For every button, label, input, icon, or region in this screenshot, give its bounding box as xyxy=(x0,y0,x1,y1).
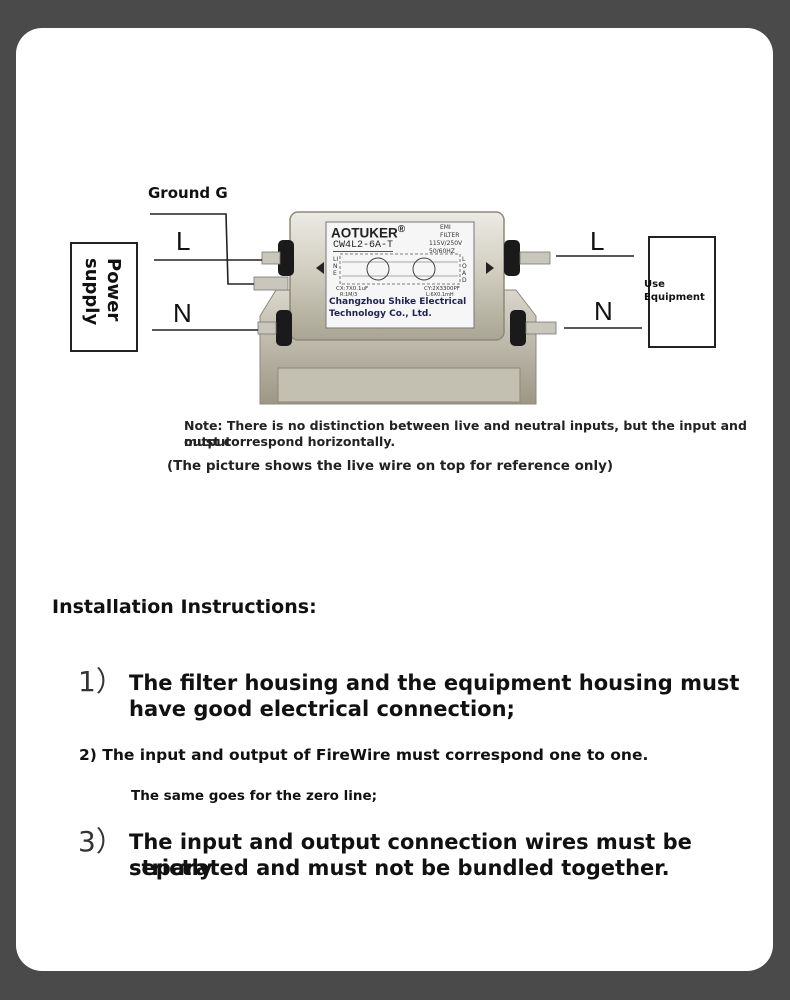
inductor-left xyxy=(366,257,390,281)
line-arrow-icon xyxy=(316,262,324,274)
line-N-left: N xyxy=(173,298,192,328)
product-card: Power supply Use Equipment Ground G L N … xyxy=(16,28,773,971)
brand-text: AOTUKER xyxy=(331,225,398,241)
filter-label-plate xyxy=(325,221,475,329)
terminal-right-top-tab xyxy=(519,251,551,265)
terminal-left-top-post xyxy=(278,240,294,276)
line-L-left: L xyxy=(176,226,191,256)
wiring-diagram: Power supply Use Equipment Ground G L N … xyxy=(16,28,773,488)
filter-cy: CY:2X3300PF xyxy=(424,286,460,292)
filter-line-letters: LINE xyxy=(333,256,339,277)
step-2-text: 2) The input and output of FireWire must… xyxy=(79,746,649,764)
filter-rating: 115V/250V xyxy=(429,240,463,247)
terminal-left-bottom-tab xyxy=(257,321,277,335)
terminal-ground-tab xyxy=(253,276,289,291)
terminal-right-bottom-tab xyxy=(525,321,557,335)
line-L-right: L xyxy=(590,226,605,256)
power-supply-box xyxy=(70,242,138,352)
use-equipment-label: Use Equipment xyxy=(644,279,705,303)
step-1-line-1: The filter housing and the equipment hou… xyxy=(129,671,740,695)
filter-base-foot xyxy=(277,367,521,403)
terminal-left-top-tab xyxy=(261,251,281,265)
step-3-line-1: The input and output connection wires mu… xyxy=(129,830,692,880)
filter-model: CW4L2-6A-T xyxy=(333,240,394,252)
line-N-right: N xyxy=(594,296,613,326)
filter-emi: EMI xyxy=(440,224,451,231)
step-1-number: 1） xyxy=(78,665,124,698)
filter-cx: CX:7X0.1uF xyxy=(336,286,369,292)
terminal-left-bottom-post xyxy=(276,310,292,346)
filter-freq: 50/60HZ xyxy=(429,248,455,255)
ground-label: Ground G xyxy=(148,184,228,202)
filter-company-1: Changzhou Shike Electrical xyxy=(329,297,467,307)
load-arrow-icon xyxy=(486,262,494,274)
use-equipment-box xyxy=(648,236,716,348)
step-3-number: 3） xyxy=(78,825,124,858)
circuit-box xyxy=(339,253,461,285)
terminal-right-bottom-post xyxy=(510,310,526,346)
step-1-line-2: have good electrical connection; xyxy=(129,697,515,721)
power-supply-label: Power supply xyxy=(81,258,124,326)
filter-company-2: Technology Co., Ltd. xyxy=(329,309,432,319)
filter-word: FILTER xyxy=(440,232,460,239)
registered-mark: ® xyxy=(397,224,406,235)
filter-load-letters: LOAD xyxy=(462,256,467,284)
step-2-subtext: The same goes for the zero line; xyxy=(131,788,378,804)
ground-wire xyxy=(150,213,254,285)
wiring-svg xyxy=(150,211,642,405)
note-line-2: must correspond horizontally. xyxy=(184,434,396,449)
filter-brand: AOTUKER® xyxy=(331,224,405,241)
filter-r: R:1M/3 xyxy=(340,292,358,298)
filter-l: L:6X0.1mH xyxy=(426,292,454,298)
note-line-1: Note: There is no distinction between li… xyxy=(184,418,747,449)
inductor-right xyxy=(412,257,436,281)
reference-note: (The picture shows the live wire on top … xyxy=(167,458,614,474)
terminal-right-top-post xyxy=(504,240,520,276)
step-3-line-2: separated and must not be bundled togeth… xyxy=(129,856,670,880)
instructions-heading: Installation Instructions: xyxy=(52,596,317,618)
